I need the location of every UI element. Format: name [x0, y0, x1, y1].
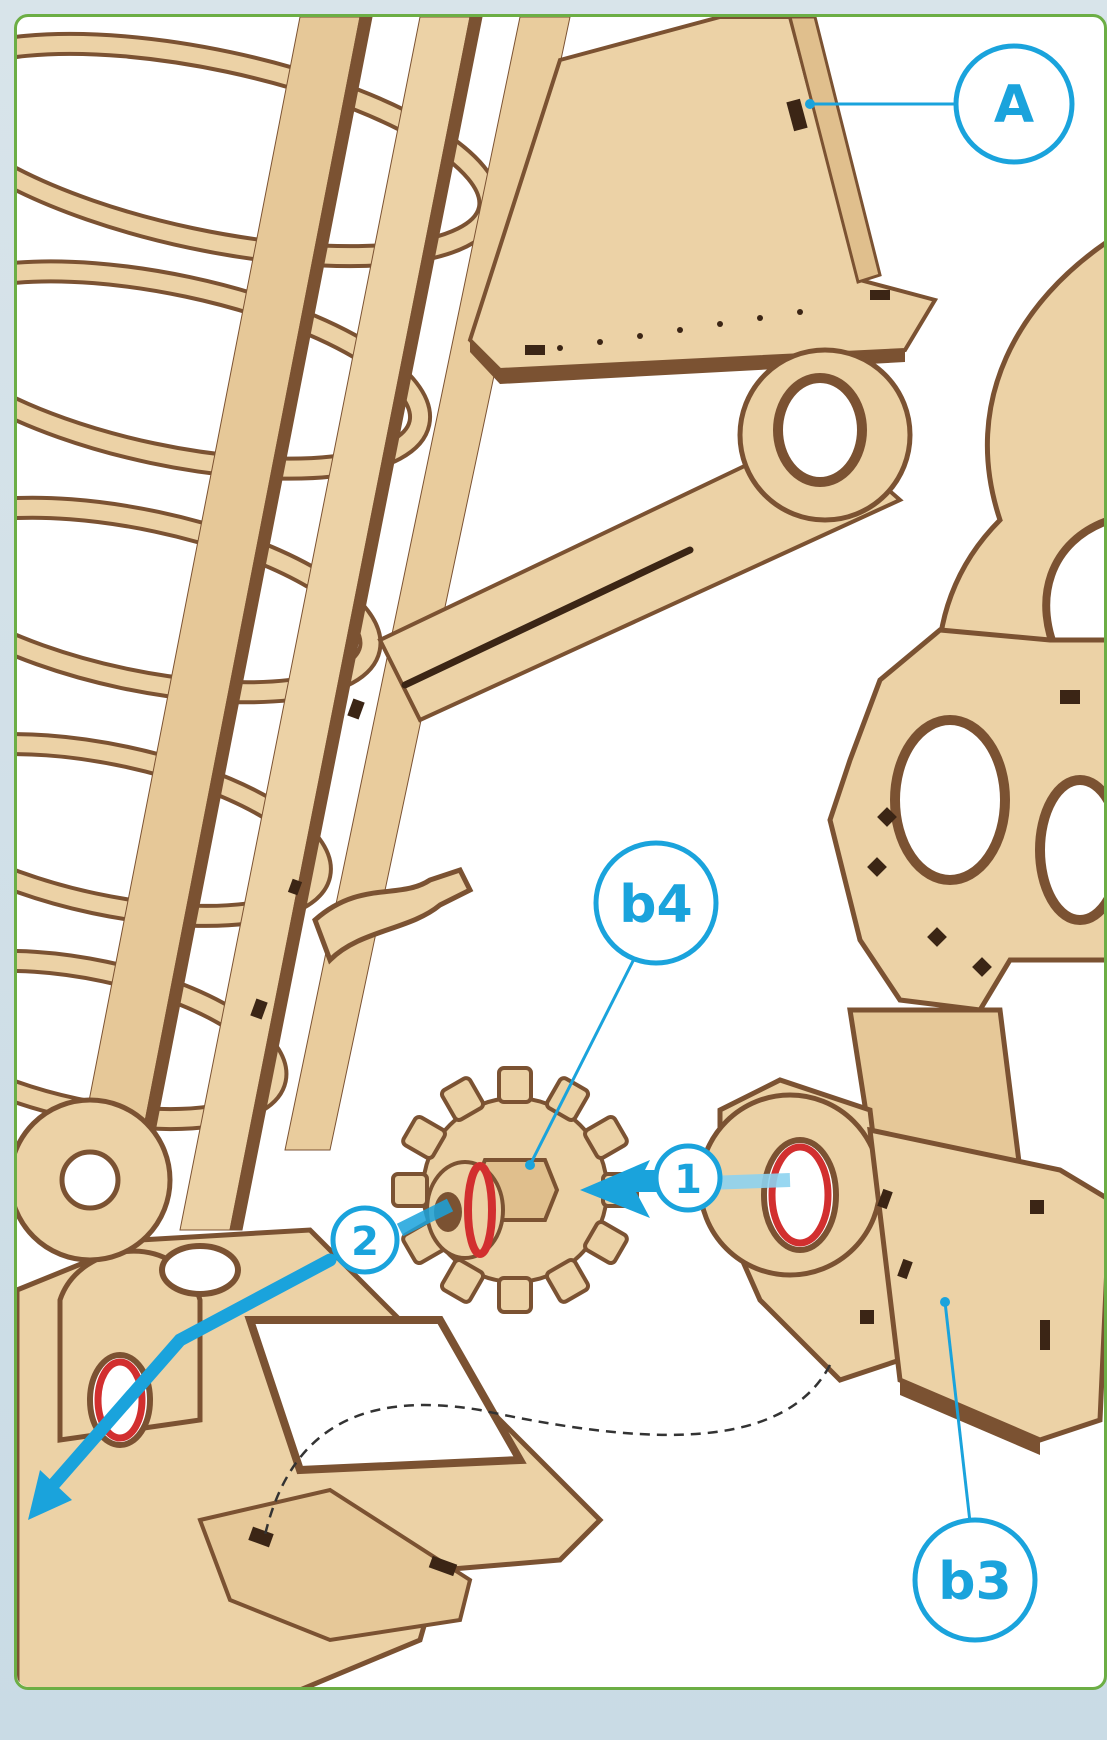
callout-b4-anchor [525, 1160, 535, 1170]
step-1-label: 1 [674, 1157, 702, 1203]
callout-b4-label: b4 [619, 875, 692, 935]
step-2-label: 2 [351, 1219, 379, 1265]
callout-b3-label: b3 [938, 1552, 1011, 1612]
callout-b3: b3 [915, 1520, 1035, 1640]
callout-b4: b4 [596, 843, 716, 963]
hook-part [315, 870, 470, 960]
callout-a-anchor [805, 99, 815, 109]
step-2-badge: 2 [333, 1208, 397, 1272]
callout-b3-anchor [940, 1297, 950, 1307]
callout-a-label: A [994, 75, 1034, 135]
step-1-badge: 1 [656, 1146, 720, 1210]
callout-a: A [956, 46, 1072, 162]
